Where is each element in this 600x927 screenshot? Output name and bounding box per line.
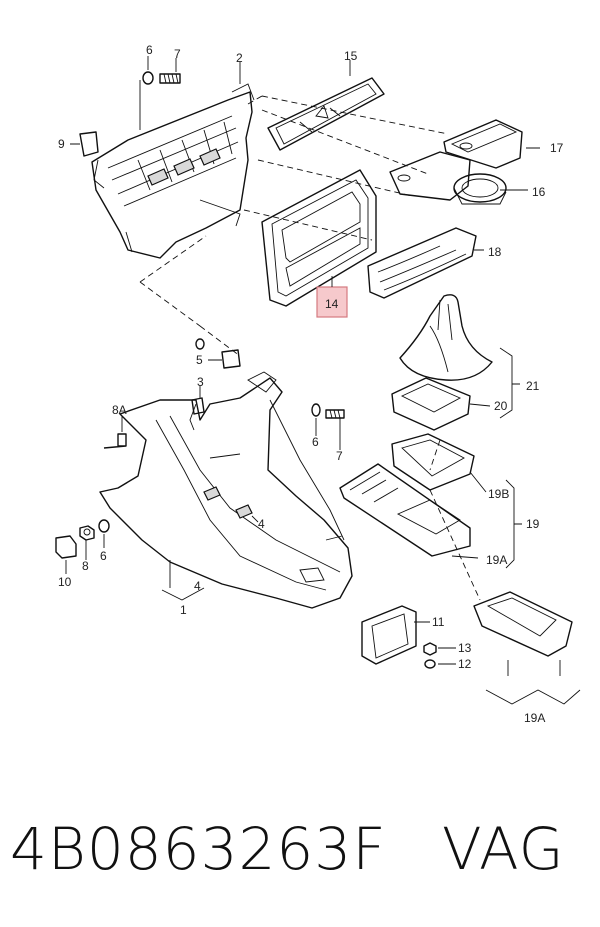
trim-frame-15: [267, 77, 385, 151]
bracket-21: [499, 347, 520, 419]
screw-8A: [103, 433, 127, 449]
footer: 4B0863263F VAG: [10, 815, 590, 895]
bracket-19: [505, 479, 522, 569]
callout-6-top: 6: [146, 43, 153, 57]
bracket-11: [361, 605, 417, 665]
callout-10: 10: [58, 575, 72, 589]
clip-5: [221, 349, 241, 369]
nut-13: [423, 642, 437, 656]
dashboard-bracket: [91, 83, 255, 259]
callout-8A: 8A: [112, 403, 127, 417]
cap-10: [55, 535, 77, 559]
washer-6-low: [98, 519, 110, 533]
callout-6-low: 6: [100, 549, 107, 563]
callout-17: 17: [550, 141, 564, 155]
callout-11: 11: [432, 615, 445, 629]
screw-top: [139, 71, 181, 130]
callout-3: 3: [197, 375, 204, 389]
callout-6-mid: 6: [312, 435, 319, 449]
callout-2: 2: [236, 51, 243, 65]
washer-12: [424, 659, 436, 669]
ring-20: [391, 377, 471, 431]
callout-14: 14: [325, 297, 339, 311]
part-number: 4B0863263F: [10, 815, 387, 883]
tray-19A-bottom: [473, 591, 581, 705]
tray-17: [443, 119, 523, 169]
callout-19A-mid: 19A: [486, 553, 507, 567]
callout-20: 20: [494, 399, 508, 413]
center-console-1: [99, 371, 353, 609]
callout-16: 16: [532, 185, 546, 199]
wood-panel-18: [367, 227, 477, 299]
callout-15: 15: [344, 49, 358, 63]
callout-4-mid: 4: [258, 517, 265, 531]
nut-8: [79, 525, 95, 541]
callout-4-low: 4: [194, 579, 201, 593]
callout-19A-bottom: 19A: [524, 711, 545, 725]
parts-diagram: 6 7 2 15 9 17 16 18 14 5 3 8A 6 7 21 20 …: [55, 43, 581, 725]
callout-7-top: 7: [174, 47, 181, 61]
clip-3: [191, 397, 205, 415]
callout-21: 21: [526, 379, 540, 393]
callout-8: 8: [82, 559, 89, 573]
trim-plate-19A: [339, 463, 471, 557]
callout-19: 19: [526, 517, 540, 531]
highlight-14-box: [316, 286, 348, 318]
callout-1: 1: [180, 603, 187, 617]
callout-18: 18: [488, 245, 502, 259]
frame-19B: [391, 433, 475, 491]
callout-9: 9: [58, 137, 65, 151]
callout-12: 12: [458, 657, 472, 671]
callout-19B: 19B: [488, 487, 509, 501]
callout-7-mid: 7: [336, 449, 343, 463]
cupholder-16: [389, 151, 507, 205]
brand-label: VAG: [442, 815, 565, 883]
callout-5: 5: [196, 353, 203, 367]
callout-13: 13: [458, 641, 472, 655]
frame-14: [261, 169, 377, 307]
gear-boot-21: [399, 294, 493, 381]
